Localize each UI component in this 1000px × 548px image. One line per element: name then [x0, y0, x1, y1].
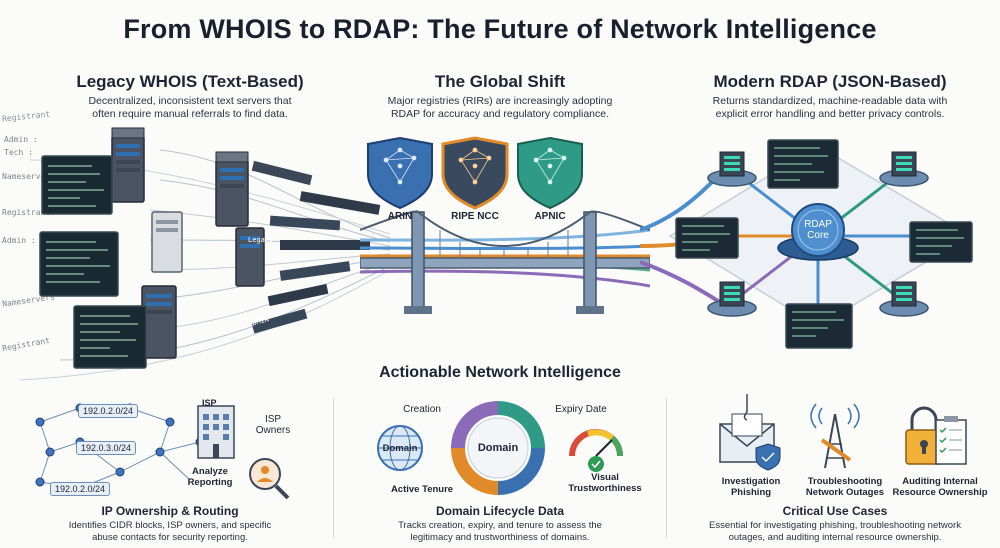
ip-desc-line-1: Identifies CIDR blocks, ISP owners, and …	[68, 520, 272, 531]
isp-owners-line-2: Owners	[255, 425, 291, 436]
modern-title: Modern RDAP (JSON-Based)	[713, 72, 947, 91]
modern-desc-line-2: explicit error handling and better priva…	[715, 108, 945, 120]
usecases-desc-line-2: outages, and auditing internal resource …	[728, 532, 942, 543]
analyze-line-2: Reporting	[187, 477, 233, 488]
shield-icon	[517, 136, 583, 210]
lifecycle-desc-line-2: legitimacy and trustworthiness of domain…	[410, 532, 590, 543]
server-node-icon	[879, 281, 929, 317]
visual-line-2: Trustworthiness	[568, 483, 642, 494]
domain-lifecycle-illustration	[377, 401, 624, 495]
lifecycle-title: Domain Lifecycle Data	[435, 504, 565, 518]
modern-description: Returns standardized, machine-readable d…	[670, 95, 990, 121]
server-node-icon	[879, 151, 929, 187]
outage-line-2: Network Outages	[805, 487, 885, 498]
phishing-envelope-icon	[719, 394, 781, 471]
rdap-core-label: RDAP Core	[778, 219, 858, 241]
ip-desc-line-2: abuse contacts for security reporting.	[92, 532, 248, 543]
building-icon	[197, 405, 235, 459]
audit-line-1: Auditing Internal	[902, 476, 978, 487]
outage-line-1: Troubleshooting	[807, 476, 883, 487]
rdap-network-illustration	[640, 139, 973, 349]
bridge-icon	[360, 210, 650, 314]
clipboard-icon	[935, 416, 967, 465]
server-node-icon	[707, 281, 757, 317]
shield-icon	[367, 136, 433, 210]
rir-label-apnic: APNIC	[534, 211, 566, 222]
whois-fragment: Admin : Tech	[2, 236, 60, 245]
isp-owners-line-1: ISP	[264, 414, 282, 425]
ip-ownership-description: Identifies CIDR blocks, ISP owners, and …	[20, 520, 320, 544]
audit-label: Auditing Internal Resource Ownership	[880, 476, 1000, 498]
lifecycle-ring-icon	[451, 401, 545, 495]
visual-line-1: Visual	[591, 472, 619, 483]
analyze-reporting-label: Analyze Reporting	[180, 466, 240, 488]
ip-ownership-title: IP Ownership & Routing	[101, 504, 239, 518]
globe-icon	[377, 425, 423, 471]
rir-bridge-illustration	[360, 136, 650, 314]
section-divider	[666, 398, 667, 538]
legacy-title: Legacy WHOIS (Text-Based)	[76, 72, 304, 91]
actionable-title: Actionable Network Intelligence	[379, 364, 621, 381]
audit-line-2: Resource Ownership	[892, 487, 988, 498]
whois-fragment: Admin :	[4, 135, 38, 144]
shift-description: Major registries (RIRs) are increasingly…	[360, 95, 640, 121]
phishing-line-2: Phishing	[730, 487, 772, 498]
section-divider	[333, 398, 334, 538]
shift-desc-line-2: RDAP for accuracy and regulatory complia…	[390, 108, 610, 120]
shield-icon	[441, 136, 509, 210]
analyze-line-1: Analyze	[192, 466, 228, 477]
whois-fragment: Nameservers	[2, 172, 55, 181]
phishing-line-1: Investigation	[721, 476, 781, 487]
whois-fragment: Registrant	[2, 208, 51, 217]
legacy-desc-line-1: Decentralized, inconsistent text servers…	[88, 95, 292, 107]
rir-label-ripe: RIPE NCC	[451, 211, 499, 222]
visual-trust-label: Visual Trustworthiness	[560, 472, 650, 494]
expiry-label: Expiry Date	[555, 404, 607, 415]
lifecycle-description: Tracks creation, expiry, and tenure to a…	[350, 520, 650, 544]
shift-desc-line-1: Major registries (RIRs) are increasingly…	[387, 95, 613, 107]
outage-label: Troubleshooting Network Outages	[790, 476, 900, 498]
gauge-icon	[569, 429, 624, 472]
isp-badge: ISP	[202, 398, 217, 408]
ip-block-label: 192.0.2.0/24	[78, 404, 139, 418]
server-node-icon	[707, 151, 757, 187]
modern-desc-line-1: Returns standardized, machine-readable d…	[712, 95, 948, 107]
legacy-desc-line-2: often require manual referrals to find d…	[92, 108, 288, 120]
rdap-core-line-2: Core	[807, 230, 829, 241]
whois-fragment: Tech :	[4, 148, 33, 157]
page-title: From WHOIS to RDAP: The Future of Networ…	[123, 14, 877, 44]
usecases-desc-line-1: Essential for investigating phishing, tr…	[709, 520, 961, 531]
legacy-description: Decentralized, inconsistent text servers…	[40, 95, 340, 121]
usecases-title: Critical Use Cases	[782, 504, 888, 518]
rir-label-arin: ARIN	[387, 211, 413, 222]
search-user-icon	[249, 458, 290, 500]
globe-label: Domain	[382, 443, 418, 454]
creation-label: Creation	[403, 404, 441, 415]
usecases-description: Essential for investigating phishing, tr…	[672, 520, 998, 544]
rdap-core-icon	[777, 203, 859, 261]
ip-block-label: 192.0.2.0/24	[50, 482, 111, 496]
phishing-label: Investigation Phishing	[706, 476, 796, 498]
ip-block-label: 192.0.3.0/24	[76, 441, 137, 455]
rdap-core-line-1: RDAP	[804, 219, 832, 230]
shift-title: The Global Shift	[434, 72, 566, 91]
network-tower-icon	[810, 403, 860, 469]
isp-owners-label: ISP Owners	[248, 414, 298, 436]
lifecycle-desc-line-1: Tracks creation, expiry, and tenure to a…	[398, 520, 602, 531]
legacy-servers-illustration	[19, 127, 390, 381]
legacy-tag: Legacy	[248, 236, 274, 244]
ip-ownership-illustration	[35, 403, 290, 500]
lifecycle-center-label: Domain	[477, 442, 519, 454]
active-tenure-label: Active Tenure	[390, 484, 454, 495]
use-cases-illustration	[719, 394, 967, 471]
